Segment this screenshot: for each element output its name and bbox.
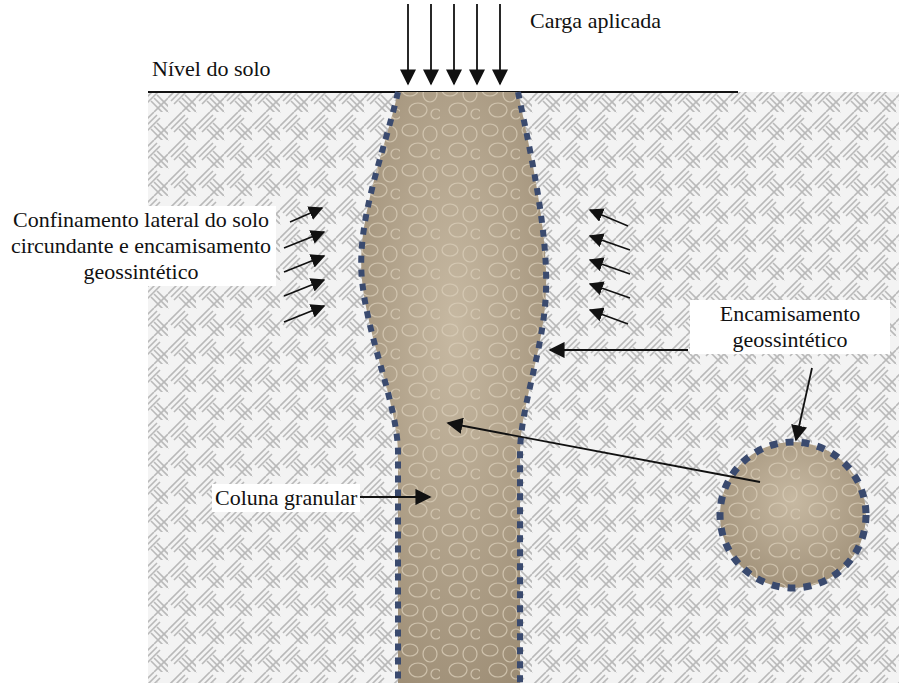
load-label-box: Carga aplicada xyxy=(530,8,730,34)
column-label: Coluna granular xyxy=(212,484,360,512)
geosynthetic-label: Encamisamento geossintético xyxy=(690,300,890,354)
confinement-label-box: Confinamento lateral do solo circundante… xyxy=(6,206,276,286)
ground-level-label-box: Nível do solo xyxy=(152,56,332,82)
geosynthetic-label-box: Encamisamento geossintético xyxy=(690,300,890,354)
confinement-label: Confinamento lateral do solo circundante… xyxy=(6,206,276,286)
ground-level-label: Nível do solo xyxy=(152,56,271,82)
load-label: Carga aplicada xyxy=(530,8,661,34)
column-label-box: Coluna granular xyxy=(212,484,362,512)
